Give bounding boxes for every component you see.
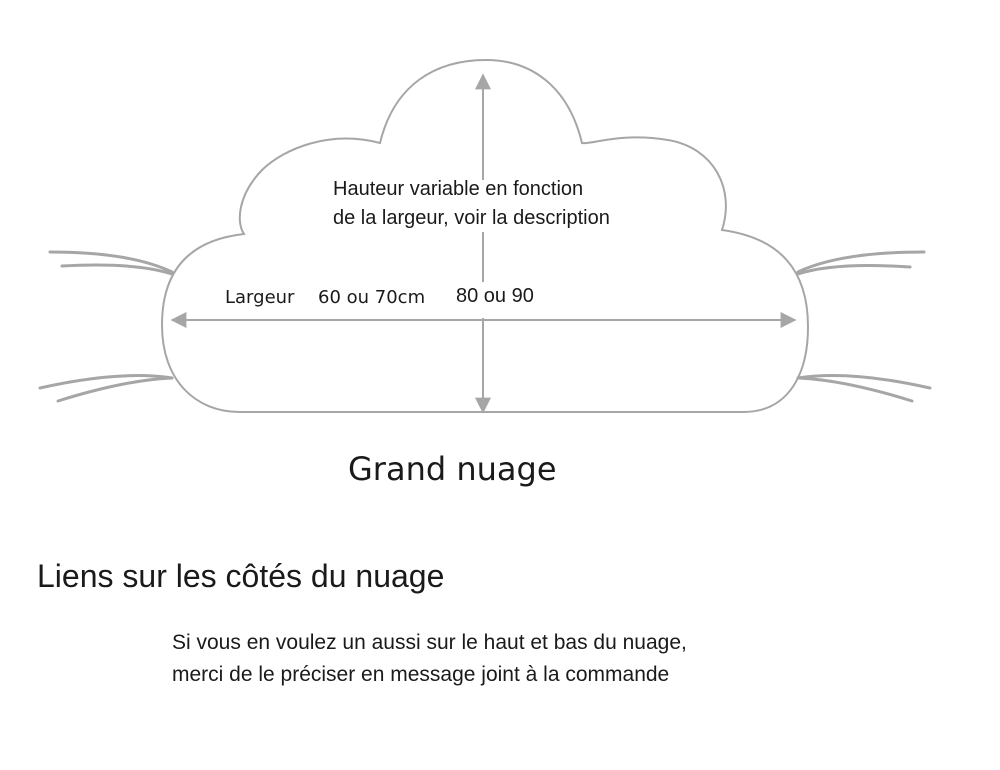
right-ties — [796, 250, 932, 403]
left-ties — [38, 250, 174, 403]
width-large-value: 80 ou 90 — [456, 285, 534, 307]
width-small-value: 60 ou 70cm — [318, 287, 426, 308]
height-note-line2: de la largeur, voir la description — [333, 207, 610, 229]
height-note: Hauteur variable en fonction de la large… — [333, 175, 610, 233]
diagram-title: Grand nuage — [348, 450, 557, 488]
ties-note-line2: merci de le préciser en message joint à … — [172, 663, 670, 686]
ties-heading: Liens sur les côtés du nuage — [37, 558, 445, 594]
cloud-outline — [160, 58, 810, 413]
cloud-diagram — [38, 58, 932, 414]
height-note-line1: Hauteur variable en fonction — [333, 178, 584, 200]
ties-note-line1: Si vous en voulez un aussi sur le haut e… — [172, 631, 687, 654]
width-label: Largeur — [225, 287, 295, 308]
ties-note: Si vous en voulez un aussi sur le haut e… — [172, 627, 687, 691]
